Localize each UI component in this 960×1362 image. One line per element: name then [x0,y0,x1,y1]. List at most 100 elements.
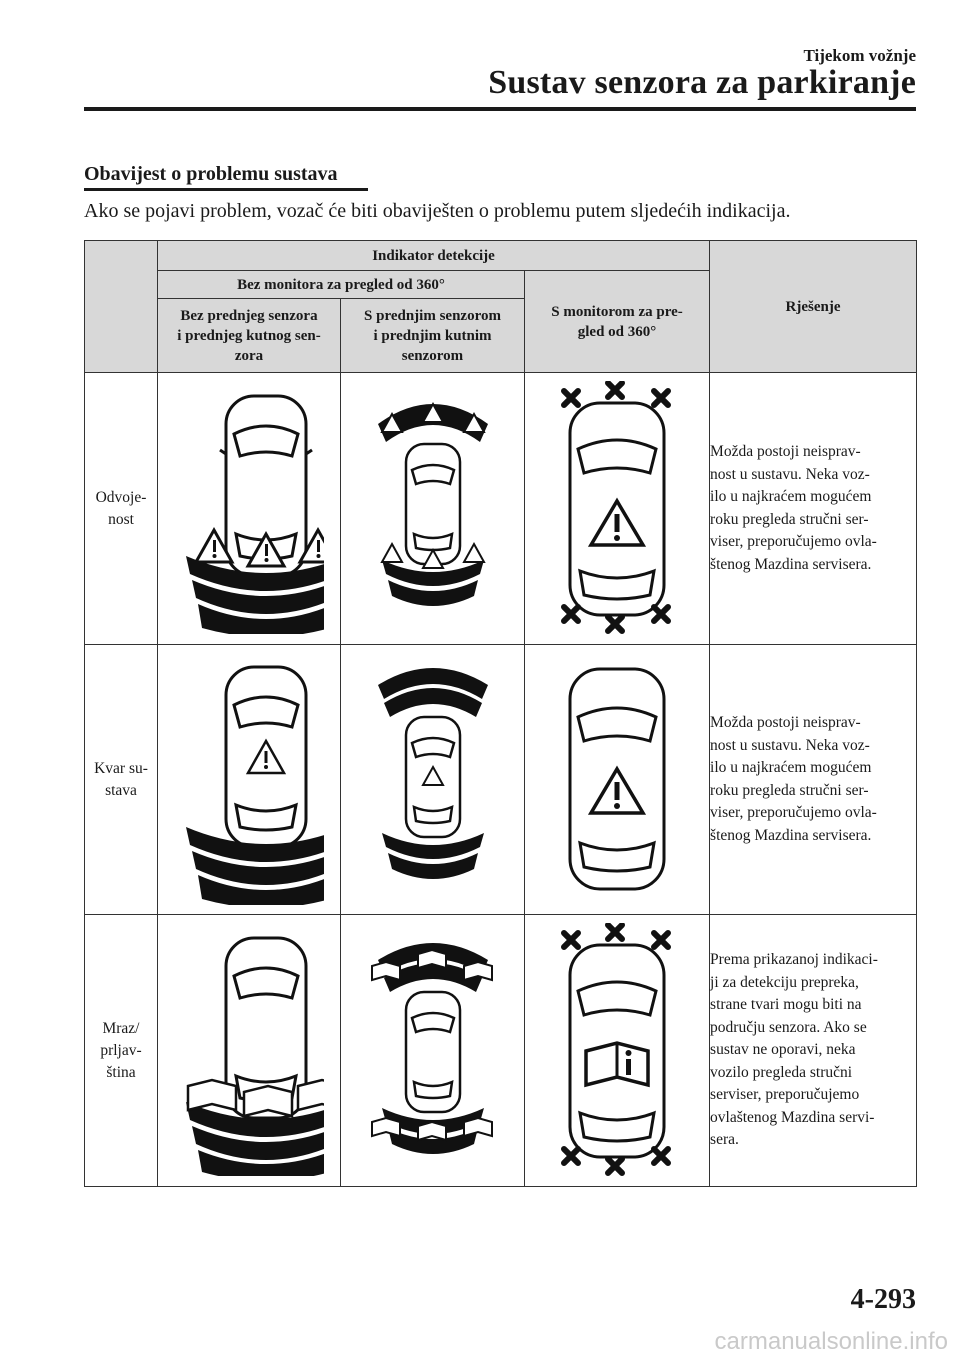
table-row: Mraz/ prljav- ština [84,914,918,1187]
header-blank [84,240,158,373]
solution-line: sera. [710,1131,739,1149]
indicator-table: Indikator detekcije Rješenje Bez monitor… [84,240,918,1187]
manual-info-icon [186,1078,324,1118]
warning-triangle-icon [420,764,445,786]
intro-text: Ako se pojavi problem, vozač će biti oba… [84,200,791,222]
header-with-front-line: senzorom [401,347,464,364]
solution-cell: Prema prikazanoj indikaci- ji za detekci… [709,914,918,1187]
header-detection: Indikator detekcije [156,240,711,271]
condition-line: ština [106,1063,136,1081]
header-solution: Rješenje [709,240,918,373]
manual-info-icon [584,1040,650,1087]
close-icon [561,380,672,634]
figure-no-front [157,914,341,1187]
car-outline [404,990,461,1113]
condition-line: Kvar su- [94,759,148,777]
header-no-front-sensor: Bez prednjeg senzora i prednjeg kutnog s… [157,298,341,373]
figure-monitor [523,914,711,1187]
car-rear-sensor-figure [186,394,324,634]
solution-cell: Možda postoji neisprav- nost u sustavu. … [709,644,918,915]
car-rear-sensor-figure [186,665,324,905]
solution-line: ilo u najkraćem mogućem [710,759,872,776]
table-row: Kvar su- stava [84,644,918,915]
solution-line: Možda postoji neisprav- [710,714,861,731]
figure-with-front [340,372,525,645]
rear-sensor-arcs [381,832,484,879]
table-row: Odvoje- nost [84,372,918,645]
solution-line: viser, preporučujemo ovla- [710,533,877,550]
solution-cell: Možda postoji neisprav- nost u sustavu. … [709,372,918,645]
condition-cell: Kvar su- stava [84,644,158,915]
figure-monitor [523,644,711,915]
header-rule [84,107,916,111]
warning-triangle-icon [245,737,287,774]
condition-line: prljav- [100,1041,142,1059]
solution-line: ovlaštenog Mazdina servi- [710,1108,875,1126]
header-with-front-line: S prednjim senzorom [364,307,501,324]
solution-line: nost u sustavu. Neka voz- [710,736,870,754]
section-title: Obavijest o problemu sustava [84,163,338,185]
condition-line: Mraz/ [102,1019,140,1037]
solution-line: strane tvari mogu biti na [710,996,862,1014]
warning-triangle-icon [379,401,486,569]
figure-with-front [340,914,525,1187]
solution-line: vozilo pregleda stručni [710,1063,853,1081]
header-monitor-line: S monitorom za pre- [551,303,683,320]
figure-no-front [157,644,341,915]
car-front-rear-sensor-figure [377,667,488,879]
solution-line: serviser, preporučujemo [710,1086,860,1104]
header-no-monitor: Bez monitora za pregled od 360° [157,270,525,299]
watermark: carmanualsonline.info [714,1328,948,1355]
car-outline [404,442,461,565]
condition-cell: Mraz/ prljav- ština [84,914,158,1187]
rear-sensor-arcs [381,1107,484,1154]
warning-triangle-icon [587,497,647,547]
condition-line: stava [105,781,137,799]
car-rear-sensor-figure [186,936,324,1176]
solution-line: ji za detekciju prepreka, [710,973,859,991]
solution-line: ilo u najkraćem mogućem [710,488,872,505]
car-monitor-figure [568,667,666,890]
figure-no-front [157,372,341,645]
car-monitor-figure [561,380,672,634]
solution-line: viser, preporučujemo ovla- [710,804,877,821]
solution-line: štenog Mazdina servisera. [710,555,872,573]
close-icon [561,922,672,1176]
car-outline [404,715,461,838]
page-title: Sustav senzora za parkiranje [488,64,916,101]
car-outline [568,667,666,890]
car-outline [568,401,666,616]
solution-line: roku pregleda stručni ser- [710,781,869,799]
header-with-front-line: i prednjim kutnim [373,327,492,344]
solution-line: Prema prikazanoj indikaci- [710,951,878,969]
section-underline [84,188,368,191]
car-front-rear-sensor-figure [370,942,493,1154]
solution-line: štenog Mazdina servisera. [710,826,872,844]
car-outline [568,943,666,1158]
car-front-rear-sensor-figure [377,401,488,606]
solution-line: području senzora. Ako se [710,1018,867,1036]
figure-with-front [340,644,525,915]
header-no-front-line: zora [234,347,264,364]
rear-sensor-arcs [186,826,324,905]
rear-sensor-arcs [186,1101,324,1176]
header-no-front-line: Bez prednjeg senzora [180,307,318,324]
chapter-title: Tijekom vožnje [803,46,916,65]
header-monitor: S monitorom za pre- gled od 360° [523,270,711,373]
solution-line: Možda postoji neisprav- [710,443,861,460]
page-number: 4-293 [850,1284,916,1315]
header-with-front-sensor: S prednjim senzorom i prednjim kutnim se… [340,298,525,373]
rear-sensor-arcs [381,559,484,606]
solution-line: nost u sustavu. Neka voz- [710,465,870,483]
solution-line: roku pregleda stručni ser- [710,510,869,528]
warning-triangle-icon [587,765,647,815]
solution-line: sustav ne oporavi, neka [710,1041,856,1059]
rear-sensor-arcs [186,555,324,634]
car-monitor-figure [561,922,672,1176]
header-monitor-line: gled od 360° [577,323,657,340]
condition-line: Odvoje- [95,488,147,506]
manual-info-icon [370,948,493,1141]
condition-line: nost [108,510,134,528]
figure-monitor [523,372,711,645]
condition-cell: Odvoje- nost [84,372,158,645]
